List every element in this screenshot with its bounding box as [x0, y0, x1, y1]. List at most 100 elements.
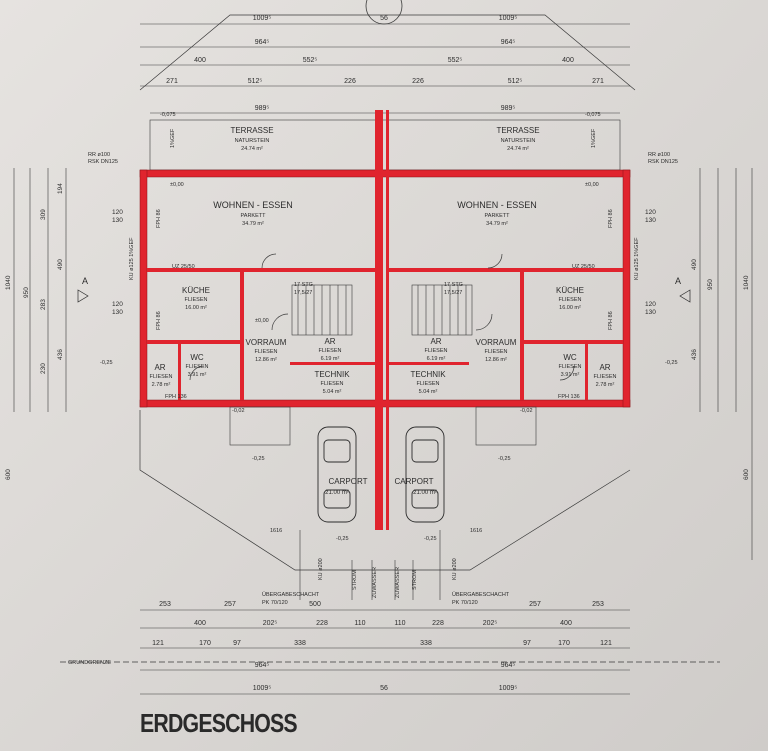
technik-left-floor: FLIESEN — [321, 381, 344, 387]
vertical-labels: KU ø125 1%GEF KU ø125 1%GEF FPH 86 FPH 8… — [129, 128, 640, 598]
wohnen-right-floor: PARKETT — [485, 213, 511, 219]
vorraum-right-name: VORRAUM — [476, 338, 517, 347]
win-130-right: 130 — [645, 217, 656, 224]
dim-271-right: 271 — [592, 78, 604, 85]
level-m025-carport-left: -0,25 — [336, 536, 349, 542]
dim-338-left: 338 — [294, 640, 306, 647]
dim-512-left: 512⁵ — [248, 78, 263, 85]
dim-989-left: 989⁵ — [255, 105, 270, 112]
technik-right-floor: FLIESEN — [417, 381, 440, 387]
ku-right: KU ø125 1%GEF — [634, 237, 640, 280]
wall-1616-right: 1616 — [470, 528, 482, 534]
dim-400-bottom-right: 400 — [560, 620, 572, 627]
uebergabe-left: ÜBERGABESCHACHT — [262, 591, 320, 598]
kueche-left-name: KÜCHE — [182, 286, 210, 295]
win-120-right-2: 120 — [645, 301, 656, 308]
ar-left-floor: FLIESEN — [319, 348, 342, 354]
fph-v-left: FPH 86 — [156, 209, 162, 228]
carport-left-area: 21.00 m² — [325, 490, 349, 496]
fph-v-left-2: FPH 86 — [156, 311, 162, 330]
terrace-outline — [149, 119, 621, 171]
uz-left: UZ 25/50 — [172, 264, 195, 270]
exterior-walls — [139, 169, 631, 408]
section-a-left: A — [82, 276, 88, 286]
dim-top-total-left: 1009⁵ — [253, 15, 272, 22]
level-zero-right: ±0,00 — [585, 182, 599, 188]
wc-right-name: WC — [563, 353, 577, 362]
ar-small-right-area: 2.78 m² — [596, 382, 615, 388]
grundgrenze: GRUNDGRENZE — [68, 660, 111, 666]
cars — [317, 426, 445, 523]
dimension-lines-left — [13, 168, 67, 412]
dim-338-right: 338 — [420, 640, 432, 647]
dim-170-left: 170 — [199, 640, 211, 647]
terrace-right-name: TERRASSE — [496, 126, 539, 135]
dim-436-left: 436 — [57, 349, 64, 360]
section-markers: A A — [82, 276, 681, 286]
dim-271-left: 271 — [166, 78, 178, 85]
dim-228-left: 228 — [316, 620, 328, 627]
rr-right: RR ø100 — [648, 152, 670, 158]
ar-small-left-floor: FLIESEN — [150, 374, 173, 380]
stg-right: 17 STG — [444, 282, 463, 288]
zuwasser-right: ZUWASSER — [395, 567, 401, 598]
rsk-right: RSK DN125 — [648, 159, 678, 165]
dim-436-right: 436 — [691, 349, 698, 360]
dim-110-left: 110 — [354, 620, 365, 627]
dim-989-right: 989⁵ — [501, 105, 516, 112]
ar-small-left-area: 2.78 m² — [152, 382, 171, 388]
dim-552-right: 552⁵ — [448, 57, 463, 64]
dim-121-left: 121 — [152, 640, 164, 647]
dim-400-bottom-left: 400 — [194, 620, 206, 627]
interior-walls — [147, 110, 623, 530]
dim-202-right: 202⁵ — [483, 620, 498, 627]
wohnen-right-area: 34.79 m² — [486, 221, 508, 227]
dimension-texts: 1009⁵ 56 1009⁵ 964⁵ 964⁵ 400 552⁵ 552⁵ 4… — [152, 15, 612, 692]
carport-left-name: CARPORT — [329, 477, 368, 486]
technik-left-area: 5.04 m² — [323, 389, 342, 395]
wc-left-area: 3.91 m² — [188, 372, 207, 378]
dim-top-total-right: 1009⁵ — [499, 15, 518, 22]
dim-194-left: 194 — [57, 183, 64, 194]
section-a-right: A — [675, 276, 681, 286]
dim-228-right: 228 — [432, 620, 444, 627]
dim-257-left: 257 — [224, 601, 236, 608]
fph-v-right-2: FPH 86 — [608, 311, 614, 330]
level-m025-right: -0,25 — [665, 360, 678, 366]
dim-552-left: 552⁵ — [303, 57, 318, 64]
vorraum-left-name: VORRAUM — [246, 338, 287, 347]
wall-1616-left: 1616 — [270, 528, 282, 534]
wohnen-right-name: WOHNEN - ESSEN — [457, 200, 537, 210]
dim-121-right: 121 — [600, 640, 612, 647]
dim-964-bottom-left: 964⁵ — [255, 662, 270, 669]
kueche-right-floor: FLIESEN — [559, 297, 582, 303]
fph-left: FPH 136 — [165, 394, 187, 400]
level-m002-right: -0,02 — [520, 408, 533, 414]
terrace-left-name: TERRASSE — [230, 126, 273, 135]
dim-total-bottom-left: 1009⁵ — [253, 685, 272, 692]
win-120-right: 120 — [645, 209, 656, 216]
carport-right-area: 21.00 m² — [413, 490, 437, 496]
dim-56-bottom: 56 — [380, 685, 388, 692]
fph-right: FPH 136 — [558, 394, 580, 400]
dim-500: 500 — [309, 601, 321, 608]
wc-left-name: WC — [190, 353, 204, 362]
level-zero: ±0,00 — [255, 318, 269, 324]
dim-964-right: 964⁵ — [501, 39, 516, 46]
level-m025-entry-right: -0,25 — [498, 456, 511, 462]
level-m025-entry-left: -0,25 — [252, 456, 265, 462]
wohnen-left-area: 34.79 m² — [242, 221, 264, 227]
vorraum-left-area: 12.86 m² — [255, 357, 277, 363]
ar-small-right-name: AR — [599, 363, 610, 372]
level-m002-left: -0,02 — [232, 408, 245, 414]
win-120-left: 120 — [112, 209, 123, 216]
uebergabe-right: ÜBERGABESCHACHT — [452, 591, 510, 598]
level-zero-left: ±0,00 — [170, 182, 184, 188]
section-arrows — [77, 289, 691, 303]
dim-170-right: 170 — [558, 640, 570, 647]
dim-309-left: 309 — [40, 209, 47, 220]
uz-right: UZ 25/50 — [572, 264, 595, 270]
vorraum-right-floor: FLIESEN — [485, 349, 508, 355]
level-m0075-left: -0,075 — [160, 112, 176, 118]
dim-964-left: 964⁵ — [255, 39, 270, 46]
